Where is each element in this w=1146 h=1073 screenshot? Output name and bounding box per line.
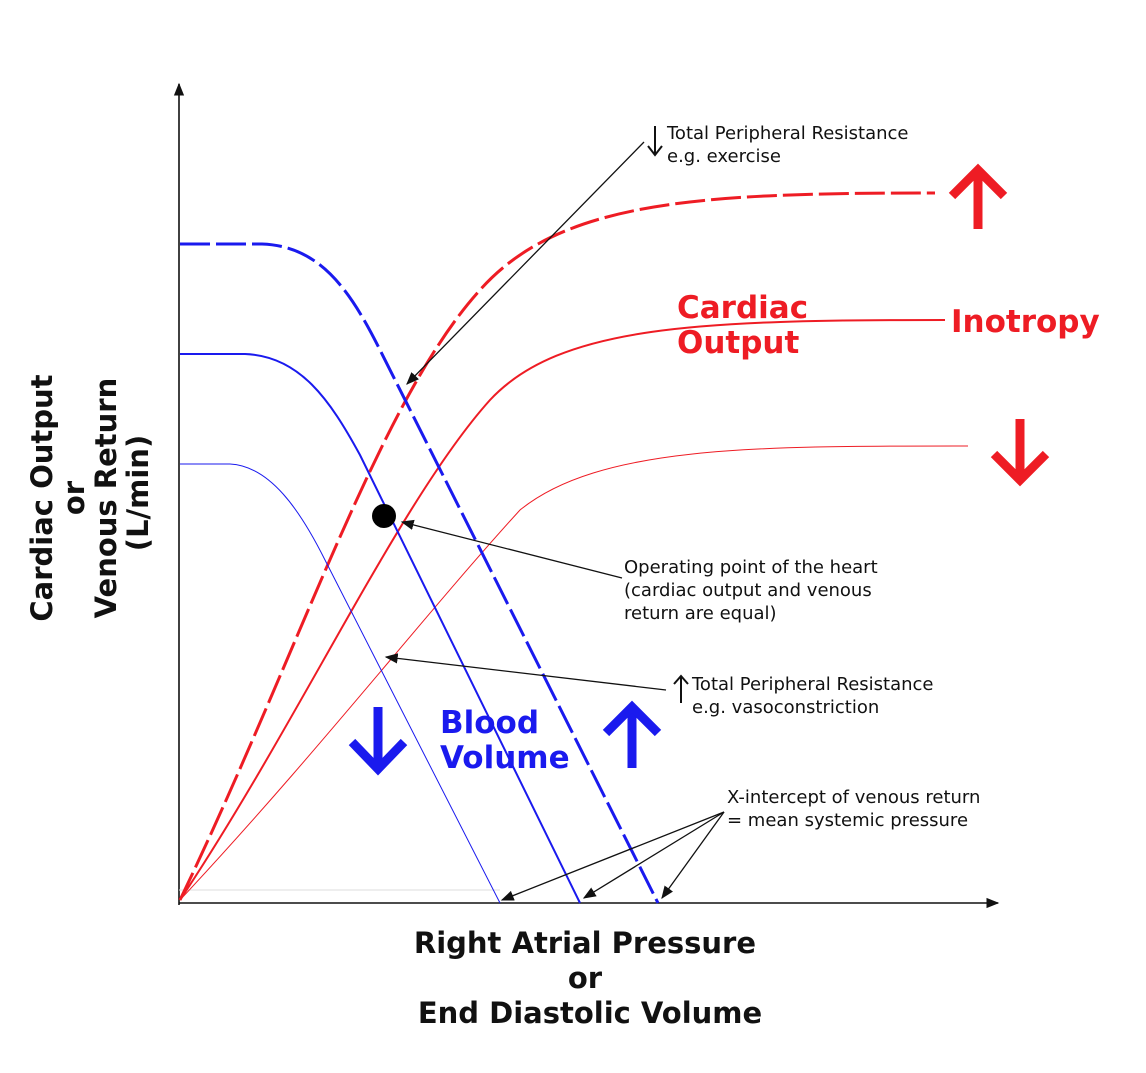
x-intercept-pointer-high — [661, 811, 725, 900]
venous-return-curve-normal — [180, 353, 581, 904]
operating-point-pointer — [400, 519, 623, 579]
cardiac-output-curve-high — [178, 191, 936, 901]
venous-return-curve-low — [180, 463, 501, 904]
tpr-increase-note: Total Peripheral Resistance e.g. vasocon… — [691, 674, 939, 718]
x-intercept-note: X-intercept of venous return = mean syst… — [727, 787, 986, 831]
blood-volume-down-arrow-icon — [348, 707, 408, 776]
x-axis-label: Right Atrial Pressure or End Diastolic V… — [414, 926, 766, 1030]
tpr-increase-pointer — [384, 653, 667, 691]
tpr-decrease-small-arrow-icon — [647, 126, 663, 157]
x-intercept-pointer-low — [500, 811, 725, 901]
x-intercept-pointer-normal — [582, 811, 725, 899]
venous-return-curve-high — [180, 242, 660, 904]
y-axis-label: Cardiac Output or Venous Return (L/min) — [25, 364, 155, 621]
tpr-decrease-note: Total Peripheral Resistance e.g. exercis… — [666, 123, 914, 167]
inotropy-down-arrow-icon — [990, 419, 1050, 487]
tpr-increase-small-arrow-icon — [673, 674, 689, 703]
blood-volume-label: Blood Volume — [440, 705, 570, 776]
operating-point-marker — [372, 504, 396, 528]
operating-point-note: Operating point of the heart (cardiac ou… — [624, 557, 883, 624]
cardiac-output-label: Cardiac Output — [677, 290, 819, 361]
cardiac-output-curve-low — [179, 445, 969, 901]
tpr-decrease-pointer — [406, 141, 645, 385]
blood-volume-up-arrow-icon — [602, 700, 662, 768]
cardiac-output-curve-normal — [179, 319, 946, 901]
inotropy-label: Inotropy — [951, 304, 1100, 340]
inotropy-up-arrow-icon — [948, 163, 1008, 229]
